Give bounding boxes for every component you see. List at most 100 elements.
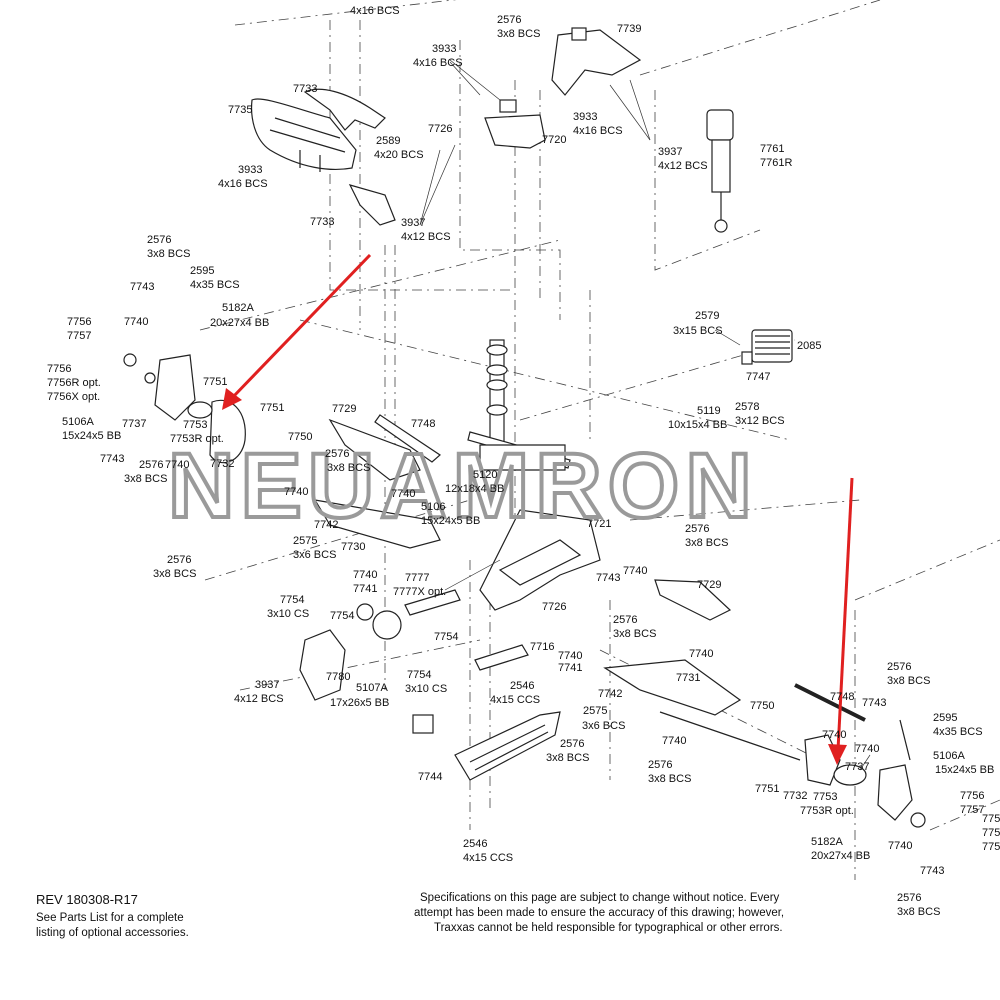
front-bumper [250,98,357,172]
part-label: 7740 [558,650,582,662]
part-label: 3937 [658,146,682,158]
part-label: 7743 [862,697,886,709]
part-label: 3937 [401,217,425,229]
part-label: 5106A [933,750,965,762]
part-label: 7721 [587,518,611,530]
part-label: 20x27x4 BB [210,317,269,329]
part-label: 12x18x4 BB [445,483,504,495]
part-label: 3x8 BCS [613,628,656,640]
part-label: 7741 [353,583,377,595]
part-label: 5119 [697,405,721,417]
part-label: 4x16 BCS [350,5,400,17]
center-diff [356,589,461,640]
spec-disclaimer-line-1: Specifications on this page are subject … [420,892,780,904]
part-label: 4x12 BCS [234,693,284,705]
part-label: 7753 [813,791,837,803]
part-label: 2578 [735,401,759,413]
part-label: 775 [982,841,1000,853]
part-label: 7757 [67,330,91,342]
part-label: 4x16 BCS [218,178,268,190]
part-label: 2576 [560,738,584,750]
part-label: 7743 [130,281,154,293]
part-label: 5182A [811,836,843,848]
part-label: 20x27x4 BB [811,850,870,862]
part-label: 3x8 BCS [546,752,589,764]
part-label: 7777 [405,572,429,584]
part-label: 7743 [596,572,620,584]
part-label: 3x10 CS [267,608,309,620]
part-label: 7753 [183,419,207,431]
skid-plate-upper [474,644,529,671]
servo-mount [412,714,434,734]
part-label: 5106 [421,501,445,513]
part-label: 7720 [542,134,566,146]
spec-disclaimer-line-3: Traxxas cannot be held responsible for t… [434,922,783,934]
parts-list-note-line-2: listing of optional accessories. [36,927,189,939]
part-label: 5106A [62,416,94,428]
part-label: 7754 [434,631,458,643]
center-drive-shaft [486,339,508,461]
part-label: 7740 [822,729,846,741]
part-label: 775 [982,827,1000,839]
part-label: 7754 [407,669,431,681]
part-label: 7751 [755,783,779,795]
part-label: 7754 [280,594,304,606]
part-label: 7743 [920,865,944,877]
part-label: 7740 [124,316,148,328]
part-label: 7780 [326,671,350,683]
front-bulkhead [484,99,546,149]
part-label: 7737 [122,418,146,430]
part-label: 7753R opt. [170,433,224,445]
part-label: 3x8 BCS [153,568,196,580]
part-label: 775 [982,813,1000,825]
part-label: 3x8 BCS [648,773,691,785]
part-label: 7761R [760,157,792,169]
part-label: 7740 [689,648,713,660]
part-label: 2576 [897,892,921,904]
part-label: 5120 [473,469,497,481]
part-label: 7756X opt. [47,391,100,403]
part-label: 7716 [530,641,554,653]
part-label: 2546 [463,838,487,850]
part-label: 7731 [676,672,700,684]
part-label: 7741 [558,662,582,674]
part-label: 4x15 CCS [490,694,540,706]
part-label: 2576 [139,459,163,471]
part-label: 7743 [100,453,124,465]
steering-links [374,414,571,471]
part-label: 7751 [203,376,227,388]
rear-lower-arm [603,659,742,716]
watermark: NEUAMRON [168,435,758,537]
arrow-right-shaft [836,477,854,751]
part-label: 7739 [617,23,641,35]
parts-list-note-line-1: See Parts List for a complete [36,912,184,924]
part-label: 4x16 BCS [573,125,623,137]
part-label: 2576 [887,661,911,673]
part-label: 2576 [648,759,672,771]
part-label: 2576 [613,614,637,626]
front-lower-arm [313,499,441,549]
part-label: 7751 [260,402,284,414]
part-label: 7761 [760,143,784,155]
part-label: 3933 [238,164,262,176]
part-label: 2576 [325,448,349,460]
part-label: 7732 [210,458,234,470]
shock-absorber [706,109,734,233]
part-label: 2595 [190,265,214,277]
part-label: 2576 [685,523,709,535]
esc-unit [741,329,793,365]
part-label: 2575 [293,535,317,547]
part-label: 4x35 BCS [190,279,240,291]
part-label: 7756 [47,363,71,375]
red-arrows [222,253,854,765]
front-knuckle-left [123,353,246,464]
rear-knuckle-right [804,719,926,828]
part-label: 3x15 BCS [673,325,723,337]
part-label: 7742 [598,688,622,700]
part-label: 4x20 BCS [374,149,424,161]
part-label: 7754 [330,610,354,622]
chassis-main [479,509,601,611]
part-label: 7747 [746,371,770,383]
part-label: 7740 [284,486,308,498]
